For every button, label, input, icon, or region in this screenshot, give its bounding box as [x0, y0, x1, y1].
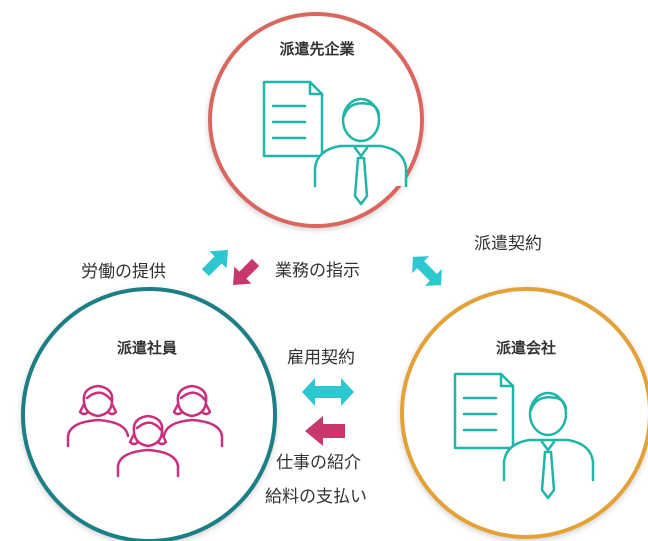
- work-instructions-arrow: [232, 258, 260, 286]
- client-company-title: 派遣先企業: [279, 40, 355, 58]
- dispatch-contract-arrow: [412, 256, 442, 286]
- labor-provision-label: 労働の提供: [81, 262, 166, 282]
- salary-payment-label: 給料の支払い: [265, 487, 367, 507]
- agency-circle: [400, 287, 648, 539]
- agency-title: 派遣会社: [495, 339, 556, 357]
- dispatch-contract-label: 派遣契約: [474, 234, 542, 254]
- staff-title: 派遣社員: [116, 339, 177, 357]
- job-introduction-label: 仕事の紹介: [276, 453, 361, 473]
- client-document-person-icon: [262, 80, 408, 206]
- staff-people-group-icon: [66, 384, 224, 478]
- employment-contract-label: 雇用契約: [287, 348, 355, 368]
- employment-contract-arrow: [302, 378, 354, 406]
- job-and-salary-arrow: [305, 416, 345, 446]
- agency-document-person-icon: [453, 372, 595, 500]
- labor-provision-arrow: [201, 249, 229, 277]
- work-instructions-label: 業務の指示: [275, 261, 360, 281]
